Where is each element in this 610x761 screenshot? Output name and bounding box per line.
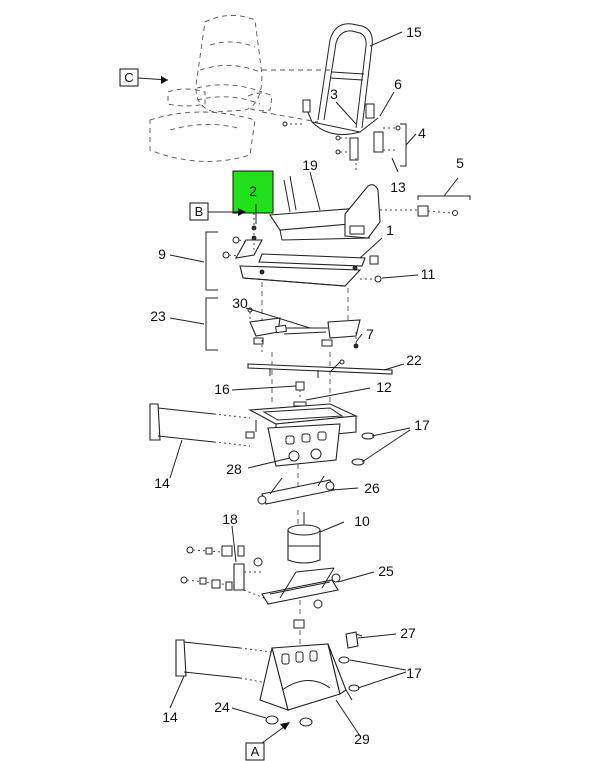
adjuster-pin [380, 205, 458, 217]
callout-22: 22 [406, 352, 422, 368]
callout-17-upper: 17 [414, 417, 430, 433]
callout-25: 25 [378, 563, 394, 579]
callout-19: 19 [302, 157, 318, 173]
link-assembly [257, 475, 335, 505]
callout-27: 27 [400, 625, 416, 641]
callout-28: 28 [226, 461, 242, 477]
spring-fasteners [180, 545, 265, 599]
callout-15: 15 [406, 24, 422, 40]
callout-labels: 15 3 6 4 13 19 5 9 1 11 23 30 7 22 16 12… [150, 24, 464, 747]
callout-16: 16 [214, 381, 230, 397]
callout-13: 13 [390, 179, 406, 195]
seat-pan [269, 175, 381, 241]
callout-30: 30 [232, 295, 248, 311]
callout-26: 26 [364, 480, 380, 496]
highlight-box[interactable] [232, 170, 274, 214]
shock-absorber [287, 512, 321, 564]
callout-4: 4 [418, 125, 426, 141]
group-brackets [205, 123, 471, 351]
callout-7: 7 [366, 326, 374, 342]
cable-lower [175, 639, 273, 683]
view-ref-b: B [189, 202, 246, 221]
callout-24: 24 [214, 699, 230, 715]
seat-back-frame [282, 23, 379, 135]
back-mount-brackets [335, 125, 401, 170]
callout-14-lower: 14 [162, 709, 178, 725]
upper-suspension-frame [245, 403, 359, 467]
view-ref-a: A [245, 722, 290, 761]
callout-18: 18 [222, 511, 238, 527]
highlight-callout-2[interactable]: 2 [232, 170, 274, 224]
height-adjust-linkage [247, 307, 361, 352]
callout-11: 11 [421, 266, 436, 282]
callout-10: 10 [354, 513, 370, 529]
o-ring [348, 684, 360, 692]
slide-assembly [222, 213, 382, 287]
callout-2: 2 [249, 183, 257, 199]
callout-9: 9 [158, 246, 166, 262]
callout-3: 3 [330, 86, 338, 102]
svg-text:B: B [195, 204, 204, 219]
cable-upper [149, 403, 251, 447]
cross-rod [247, 359, 393, 378]
svg-text:C: C [124, 70, 133, 85]
alignment-lines [261, 282, 349, 650]
callout-6: 6 [394, 76, 402, 92]
o-ring [338, 656, 350, 664]
callout-17-lower: 17 [406, 665, 422, 681]
o-ring [351, 458, 365, 466]
view-ref-c: C [119, 68, 169, 87]
bracket [293, 619, 305, 629]
callout-23: 23 [150, 308, 166, 324]
callout-14-upper: 14 [154, 475, 170, 491]
seat-cushion-outline [149, 15, 273, 162]
callout-5: 5 [456, 155, 464, 171]
bracket-27 [345, 631, 359, 649]
svg-text:A: A [251, 744, 260, 759]
leader-lines [169, 31, 459, 737]
callout-12: 12 [376, 379, 392, 395]
base-frame [259, 643, 353, 727]
callout-29: 29 [354, 731, 370, 747]
lower-link-frame [261, 567, 341, 609]
callout-1: 1 [386, 222, 394, 238]
